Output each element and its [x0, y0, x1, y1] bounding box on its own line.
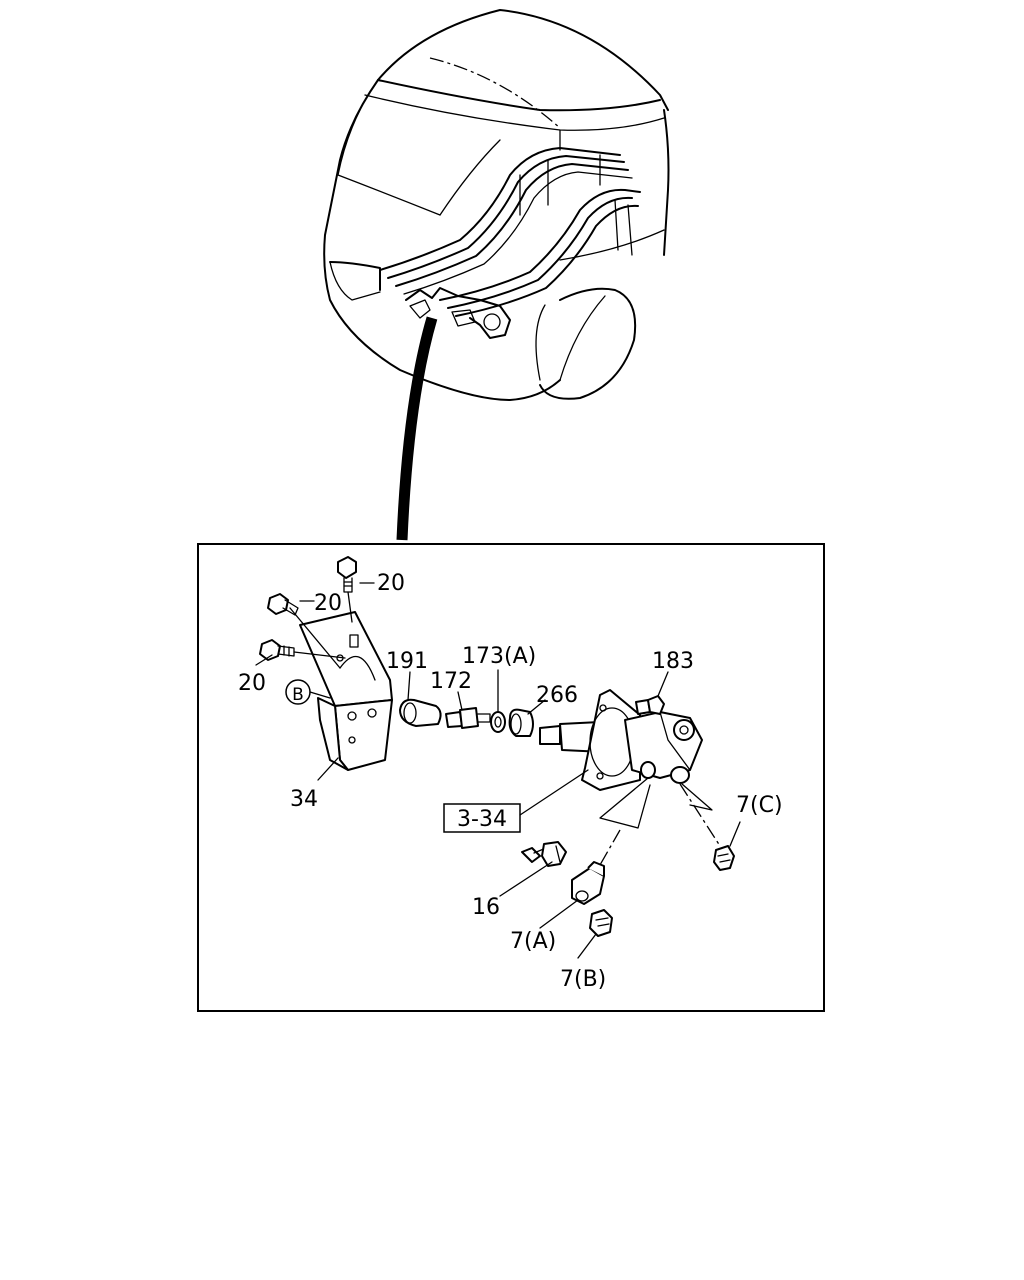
part-266: [508, 708, 534, 737]
bolt-20-top: [337, 556, 357, 623]
callout-b-circle: [285, 679, 311, 705]
callout-7b: 7(B): [560, 967, 606, 992]
bolt-20-mid: [267, 593, 341, 669]
valve-assembly-3-34: [539, 689, 721, 873]
callout-20-mid: 20: [314, 591, 342, 616]
fitting-7B: [589, 909, 613, 937]
callout-3-34-box: [443, 803, 521, 833]
part-173A: [490, 711, 506, 733]
callout-7c: 7(C): [736, 793, 783, 818]
callout-3-34: 3-34: [457, 807, 507, 832]
callout-183: 183: [652, 649, 694, 674]
callout-7a: 7(A): [510, 929, 556, 954]
callout-20-left: 20: [238, 671, 266, 696]
sensor-part-16: [521, 841, 567, 867]
callout-16: 16: [472, 895, 500, 920]
part-191: [399, 698, 442, 727]
callout-172: 172: [430, 669, 472, 694]
fitting-7A: [571, 861, 605, 905]
truck-cab-illustration: [323, 9, 670, 541]
leader-lines: [255, 582, 741, 959]
fitting-7C: [713, 845, 735, 871]
callout-191: 191: [386, 649, 428, 674]
callout-173a: 173(A): [462, 644, 536, 669]
bracket-part-34: [299, 611, 393, 771]
detail-frame: [197, 543, 825, 1012]
callout-34: 34: [290, 787, 318, 812]
callout-20-top: 20: [377, 571, 405, 596]
callout-266: 266: [536, 683, 578, 708]
part-172: [445, 707, 491, 729]
bolt-20-left: [259, 639, 346, 661]
callout-b: B: [292, 685, 304, 705]
